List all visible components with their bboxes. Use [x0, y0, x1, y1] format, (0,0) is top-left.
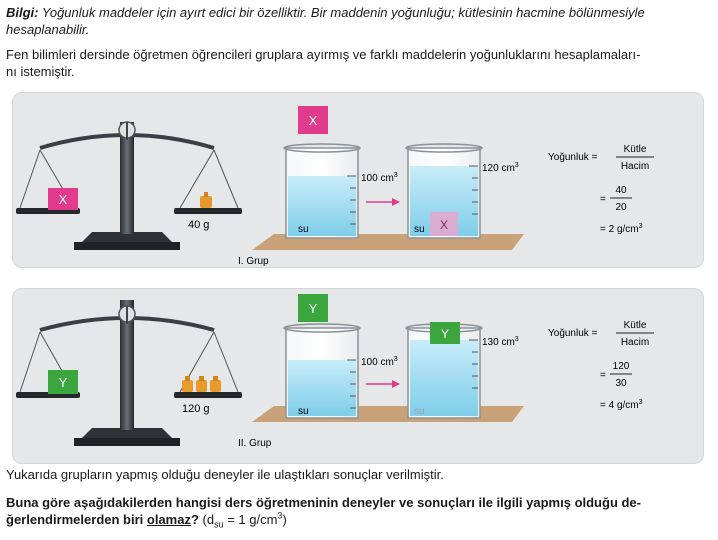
- object-x-falling-label: X: [309, 113, 318, 128]
- object-x-submerged: [430, 212, 458, 236]
- object-x-falling: [298, 106, 328, 134]
- calc-denominator: 20: [615, 202, 627, 213]
- weight-40g: [200, 192, 212, 208]
- calc-numerator: 120: [613, 361, 630, 372]
- intro-line2: nı istemiştir.: [6, 64, 75, 79]
- density-result: = 4 g/cm3: [600, 399, 643, 411]
- mass-label: 40 g: [188, 219, 209, 231]
- question-text: Buna göre aşağıdakilerden hangisi ders ö…: [6, 494, 712, 530]
- calc-equals: =: [600, 370, 606, 381]
- group-label: II. Grup: [238, 438, 272, 449]
- formula-label: Yoğunluk =: [548, 328, 598, 339]
- formula-denominator: Hacim: [621, 337, 649, 348]
- question-line1: Buna göre aşağıdakilerden hangisi ders ö…: [6, 495, 641, 510]
- object-x-submerged-label: X: [440, 218, 448, 232]
- calc-numerator: 40: [615, 185, 627, 196]
- arrow-icon: [366, 198, 400, 206]
- weight-120g: [182, 376, 221, 392]
- question-line2: ğerlendirmelerden biri: [6, 512, 147, 527]
- arrow-icon: [366, 380, 400, 388]
- liquid-label-before: su: [298, 406, 309, 417]
- result-text: Yukarıda grupların yapmış olduğu deneyle…: [6, 467, 444, 482]
- object-y-floating: [430, 322, 460, 344]
- info-line1: Yoğunluk maddeler için ayırt edici bir ö…: [41, 5, 645, 20]
- balance-scale: [16, 121, 242, 250]
- volume-before-label: 100 cm3: [361, 172, 398, 184]
- object-x-on-scale: [48, 188, 78, 210]
- liquid-label-after: su: [414, 406, 425, 417]
- info-line2: hesaplanabilir.: [6, 22, 90, 37]
- object-y-label: Y: [59, 375, 68, 390]
- formula-numerator: Kütle: [624, 320, 647, 331]
- balance-scale: [16, 300, 242, 446]
- mass-label: 120 g: [182, 403, 210, 415]
- density-note: (dsu = 1 g/cm3): [198, 510, 287, 530]
- liquid-label-before: su: [298, 224, 309, 235]
- info-label: Bilgi:: [6, 5, 39, 20]
- volume-after-label: 120 cm3: [482, 162, 519, 174]
- question-emphasis: olamaz: [146, 512, 191, 527]
- object-y-falling-label: Y: [309, 301, 318, 316]
- question-mark: ?: [190, 512, 199, 527]
- formula-label: Yoğunluk =: [548, 152, 598, 163]
- volume-before-label: 100 cm3: [361, 356, 398, 368]
- calc-denominator: 30: [615, 378, 627, 389]
- intro-text: Fen bilimleri dersinde öğretmen öğrencil…: [6, 46, 712, 80]
- volume-after-label: 130 cm3: [482, 336, 519, 348]
- object-y-floating-label: Y: [441, 327, 449, 341]
- group-label: I. Grup: [238, 256, 269, 267]
- group2-panel: Y 120 g su 100 cm3 Y Y su 13: [12, 288, 704, 464]
- density-result: = 2 g/cm3: [600, 223, 643, 235]
- liquid-label-after: su: [414, 224, 425, 235]
- group1-panel: X 40 g su 100 cm3 X X su 120 c: [12, 92, 704, 268]
- object-y-on-scale: [48, 370, 78, 394]
- formula-denominator: Hacim: [621, 161, 649, 172]
- calc-equals: =: [600, 194, 606, 205]
- beaker-before: [283, 143, 361, 239]
- object-y-falling: [298, 294, 328, 322]
- beaker-before: [283, 323, 361, 419]
- intro-line1: Fen bilimleri dersinde öğretmen öğrencil…: [6, 47, 641, 62]
- info-text: Bilgi: Yoğunluk maddeler için ayırt edic…: [6, 4, 712, 38]
- object-x-label: X: [59, 192, 68, 207]
- formula-numerator: Kütle: [624, 144, 647, 155]
